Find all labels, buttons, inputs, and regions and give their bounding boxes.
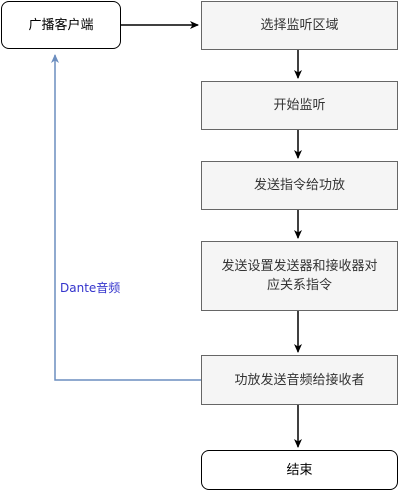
node-label: 发送指令给功放 [253, 178, 345, 193]
edge-label-dante: Dante音频 [60, 281, 121, 295]
node-amp-send-audio: 功放发送音频给接收者 [201, 355, 398, 405]
edge-dante-audio [51, 54, 201, 381]
node-label: 功放发送音频给接收者 [234, 372, 365, 388]
node-send-config-cmd: 发送设置发送器和接收器对 应关系指令 [201, 241, 398, 311]
node-label: 开始监听 [273, 98, 326, 113]
node-label-line1: 发送设置发送器和接收器对 [221, 259, 378, 274]
node-label: 选择监听区域 [260, 18, 339, 33]
node-label-line2: 应关系指令 [266, 278, 332, 293]
node-send-cmd-to-amp: 发送指令给功放 [201, 161, 398, 210]
node-start-listen: 开始监听 [201, 81, 398, 130]
node-end: 结束 [201, 450, 398, 490]
node-label: 广播客户端 [28, 17, 94, 33]
node-select-zone: 选择监听区域 [201, 1, 398, 50]
node-label: 结束 [286, 462, 313, 478]
node-broadcast-client: 广播客户端 [1, 1, 121, 49]
